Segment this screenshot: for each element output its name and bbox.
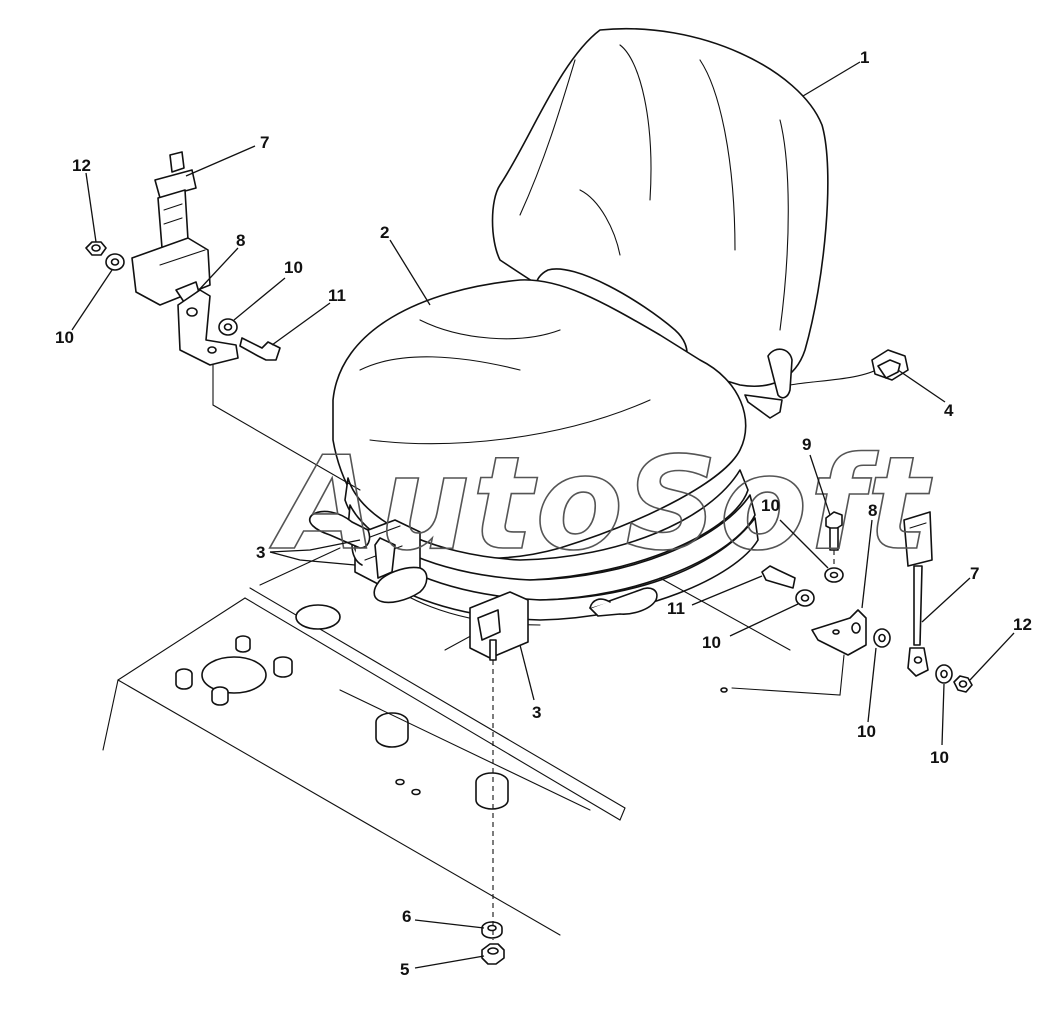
left-bolt xyxy=(239,337,281,361)
right-washer-outer xyxy=(935,664,953,684)
callout-4: 4 xyxy=(944,401,954,420)
callout-5: 5 xyxy=(400,960,409,979)
seat-adjust-handles xyxy=(308,510,658,617)
callout-11-left: 11 xyxy=(328,286,346,305)
callout-10-right-top: 10 xyxy=(761,496,780,515)
callout-1: 1 xyxy=(860,48,869,67)
callout-7-right: 7 xyxy=(970,564,979,583)
left-mounting-bracket xyxy=(177,289,239,366)
left-washer-inner xyxy=(218,318,238,336)
bottom-nut xyxy=(481,943,505,965)
right-nut xyxy=(953,675,973,693)
callout-10-right-outer: 10 xyxy=(930,748,949,767)
callout-11-right: 11 xyxy=(667,599,685,618)
watermark-text: AutoSoft xyxy=(269,430,933,579)
right-seatbelt-buckle xyxy=(903,511,933,677)
right-washer-top xyxy=(824,567,844,583)
left-nut xyxy=(85,241,107,256)
callout-10-left-top: 10 xyxy=(284,258,303,277)
right-washer-side xyxy=(795,589,815,607)
right-bolt-vertical xyxy=(825,511,843,551)
backrest-lever-and-cable xyxy=(744,348,909,419)
callout-3-left: 3 xyxy=(256,543,265,562)
callout-8-right: 8 xyxy=(868,501,877,520)
bottom-washer xyxy=(481,921,503,939)
callout-10-right-side: 10 xyxy=(702,633,721,652)
callout-2: 2 xyxy=(380,223,389,242)
callout-12-left: 12 xyxy=(72,156,91,175)
right-mounting-bracket xyxy=(811,609,867,656)
callout-8-left: 8 xyxy=(236,231,245,250)
callout-10-right-bracket: 10 xyxy=(857,722,876,741)
seat-cushion xyxy=(332,279,759,626)
callout-7-left: 7 xyxy=(260,133,269,152)
callout-12-right: 12 xyxy=(1013,615,1032,634)
callout-6: 6 xyxy=(402,907,411,926)
assembly-guide-lines xyxy=(212,364,845,940)
leader-lines xyxy=(71,61,1015,969)
right-washer-bracket xyxy=(873,628,891,648)
right-bolt-horizontal xyxy=(761,565,796,589)
mounting-platform xyxy=(102,547,626,936)
callout-9: 9 xyxy=(802,435,811,454)
left-seatbelt-retractor xyxy=(131,151,211,306)
callout-labels: 1 2 3 3 4 5 6 7 7 8 8 9 10 10 10 10 10 1… xyxy=(55,48,1032,979)
callout-3-bottom: 3 xyxy=(532,703,541,722)
left-washer-outer xyxy=(105,253,125,271)
callout-10-left-outer: 10 xyxy=(55,328,74,347)
